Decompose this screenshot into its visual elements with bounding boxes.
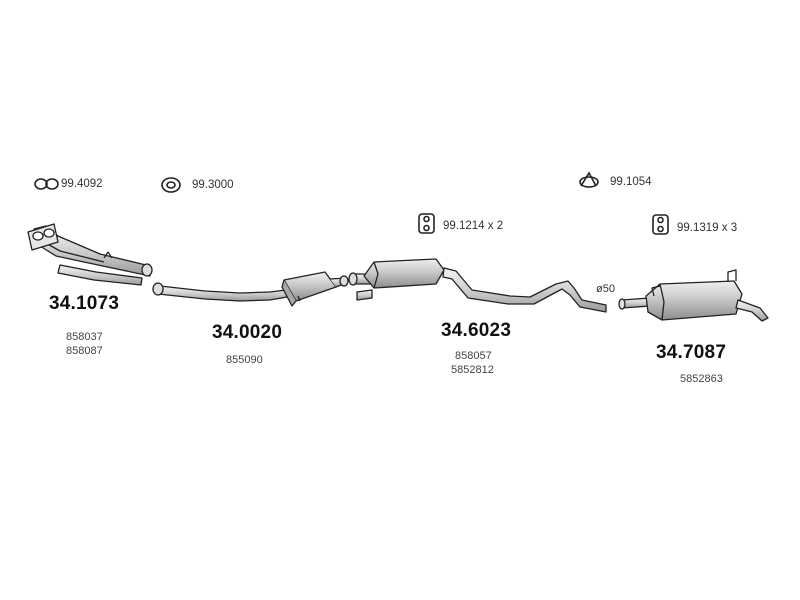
oem-number: 5852812 [451, 364, 494, 376]
rubber-hanger-icon [652, 214, 669, 235]
accessory-code: 99.1054 [610, 176, 652, 188]
catalytic-pipe-drawing [152, 271, 349, 307]
part-number: 34.7087 [656, 342, 727, 363]
part-number: 34.0020 [212, 322, 283, 343]
accessory-code: 99.1319 x 3 [677, 222, 738, 234]
front-pipe-drawing [27, 223, 153, 286]
gasket-ring-icon [161, 177, 181, 193]
oem-number: 5852863 [680, 373, 723, 385]
rear-silencer-drawing [618, 269, 769, 322]
rubber-hanger-icon [418, 213, 435, 234]
clamp-icon [34, 178, 59, 190]
oem-number: 858057 [455, 350, 492, 362]
center-silencer-drawing [348, 258, 607, 313]
part-number: 34.1073 [49, 293, 120, 314]
accessory-code: 99.1214 x 2 [443, 220, 504, 232]
part-number: 34.6023 [441, 320, 512, 341]
accessory-code: 99.4092 [61, 178, 103, 190]
oem-number: 855090 [226, 354, 263, 366]
oem-number: 858037 [66, 331, 103, 343]
u-clamp-icon [579, 171, 599, 188]
pipe-diameter-label: ø50 [596, 283, 615, 295]
accessory-code: 99.3000 [192, 179, 234, 191]
oem-number: 858087 [66, 345, 103, 357]
